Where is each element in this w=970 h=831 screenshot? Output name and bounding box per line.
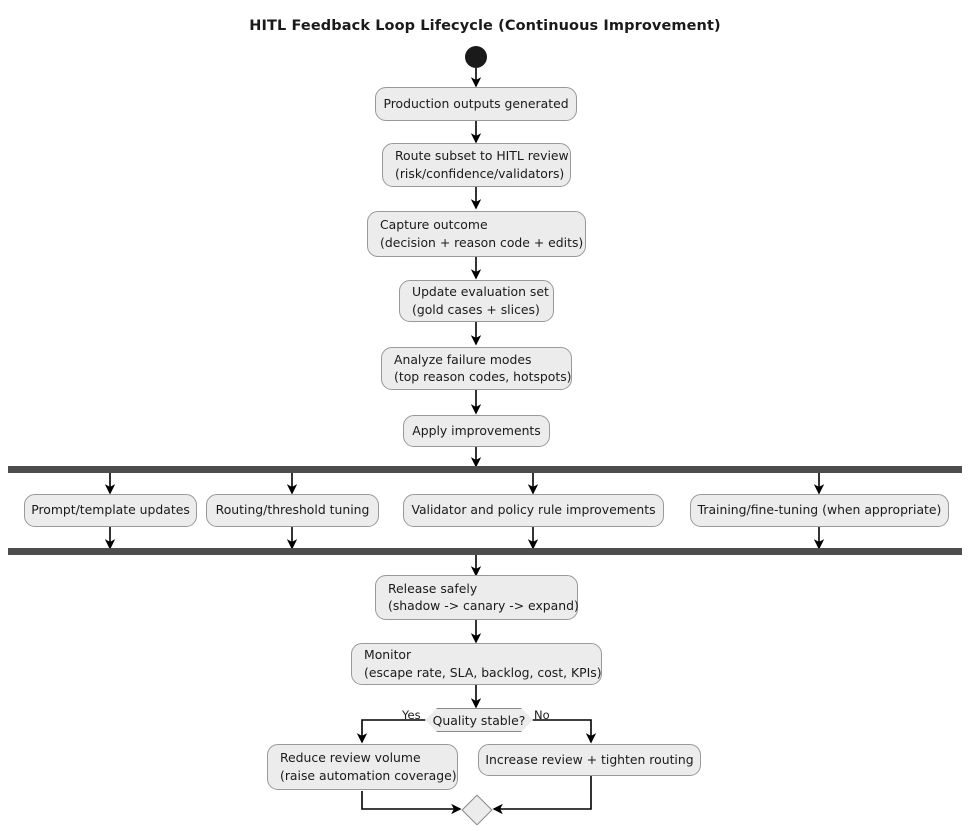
node-route-subset[interactable]: Route subset to HITL review (risk/confid… — [382, 143, 571, 187]
node-apply-improvements[interactable]: Apply improvements — [403, 415, 550, 447]
node-branch-training-fine-tuning[interactable]: Training/fine-tuning (when appropriate) — [690, 494, 949, 527]
node-capture-outcome[interactable]: Capture outcome (decision + reason code … — [367, 211, 586, 257]
node-monitor[interactable]: Monitor (escape rate, SLA, backlog, cost… — [351, 643, 602, 685]
node-increase-review-tighten-routing[interactable]: Increase review + tighten routing — [478, 744, 701, 776]
node-label: Prompt/template updates — [31, 502, 190, 518]
node-label: Increase review + tighten routing — [485, 751, 694, 767]
node-label-line1: Capture outcome — [380, 217, 488, 233]
node-release-safely[interactable]: Release safely (shadow -> canary -> expa… — [375, 575, 579, 620]
page-title: HITL Feedback Loop Lifecycle (Continuous… — [249, 18, 721, 34]
node-label-line1: Reduce review volume — [280, 750, 421, 766]
node-label: Production outputs generated — [383, 95, 569, 111]
node-label-line2: (escape rate, SLA, backlog, cost, KPIs) — [364, 664, 602, 680]
node-label-line2: (top reason codes, hotspots) — [394, 369, 572, 384]
node-reduce-review-volume[interactable]: Reduce review volume (raise automation c… — [267, 744, 458, 790]
decision-quality-stable[interactable]: Quality stable? — [425, 708, 533, 732]
node-label-line1: Analyze failure modes — [394, 351, 532, 367]
node-branch-validator-policy-rules[interactable]: Validator and policy rule improvements — [403, 494, 664, 527]
node-label-line2: (gold cases + slices) — [412, 301, 540, 317]
start-node — [465, 46, 487, 68]
node-label-line1: Update evaluation set — [412, 284, 549, 300]
node-label-line2: (risk/confidence/validators) — [395, 165, 565, 181]
node-label-line2: (decision + reason code + edits) — [380, 234, 584, 250]
node-label: Routing/threshold tuning — [215, 502, 370, 518]
node-update-evaluation-set[interactable]: Update evaluation set (gold cases + slic… — [399, 280, 554, 322]
node-label-line1: Monitor — [364, 647, 412, 663]
node-analyze-failure-modes[interactable]: Analyze failure modes (top reason codes,… — [381, 347, 572, 390]
decision-label: Quality stable? — [432, 712, 526, 728]
node-label-line2: (raise automation coverage) — [280, 767, 457, 783]
node-label-line1: Release safely — [388, 580, 478, 596]
merge-node — [461, 794, 493, 826]
join-bar — [8, 548, 962, 555]
node-label: Training/fine-tuning (when appropriate) — [697, 502, 942, 518]
node-branch-routing-threshold-tuning[interactable]: Routing/threshold tuning — [206, 494, 379, 527]
edge-label-no: No — [534, 708, 550, 722]
edge-label-yes: Yes — [402, 708, 421, 722]
node-production-outputs[interactable]: Production outputs generated — [375, 87, 577, 121]
node-branch-prompt-template-updates[interactable]: Prompt/template updates — [24, 494, 197, 527]
node-label: Validator and policy rule improvements — [411, 502, 656, 518]
node-label: Apply improvements — [412, 422, 541, 438]
node-label-line1: Route subset to HITL review — [395, 148, 569, 164]
node-label-line2: (shadow -> canary -> expand) — [388, 598, 579, 613]
fork-bar — [8, 466, 962, 473]
